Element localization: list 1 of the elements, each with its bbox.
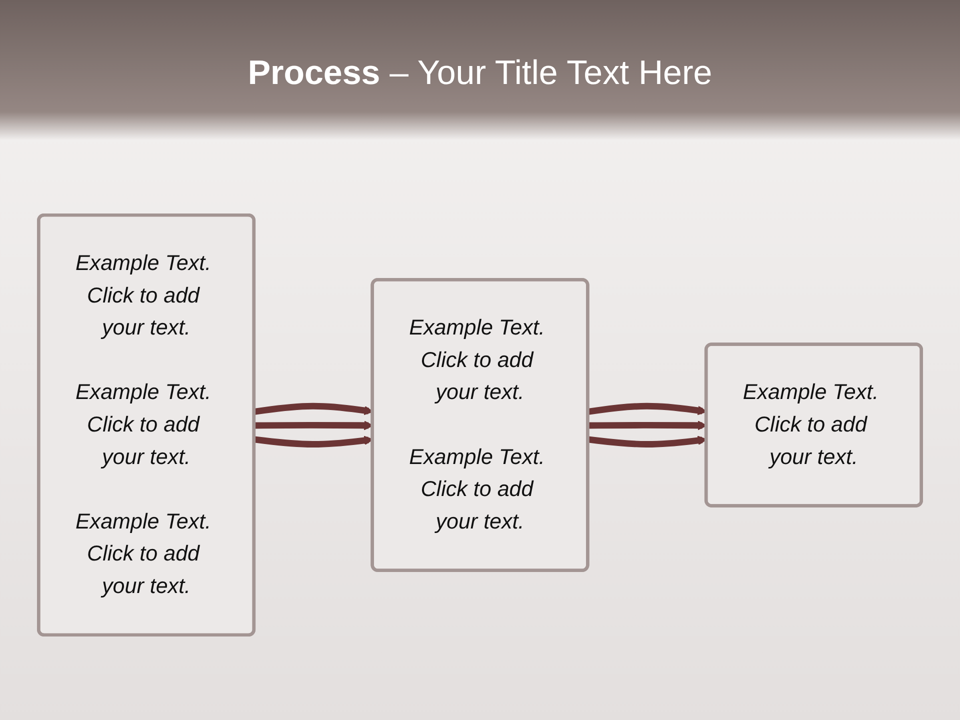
title: Process – Your Title Text Here — [248, 53, 712, 94]
